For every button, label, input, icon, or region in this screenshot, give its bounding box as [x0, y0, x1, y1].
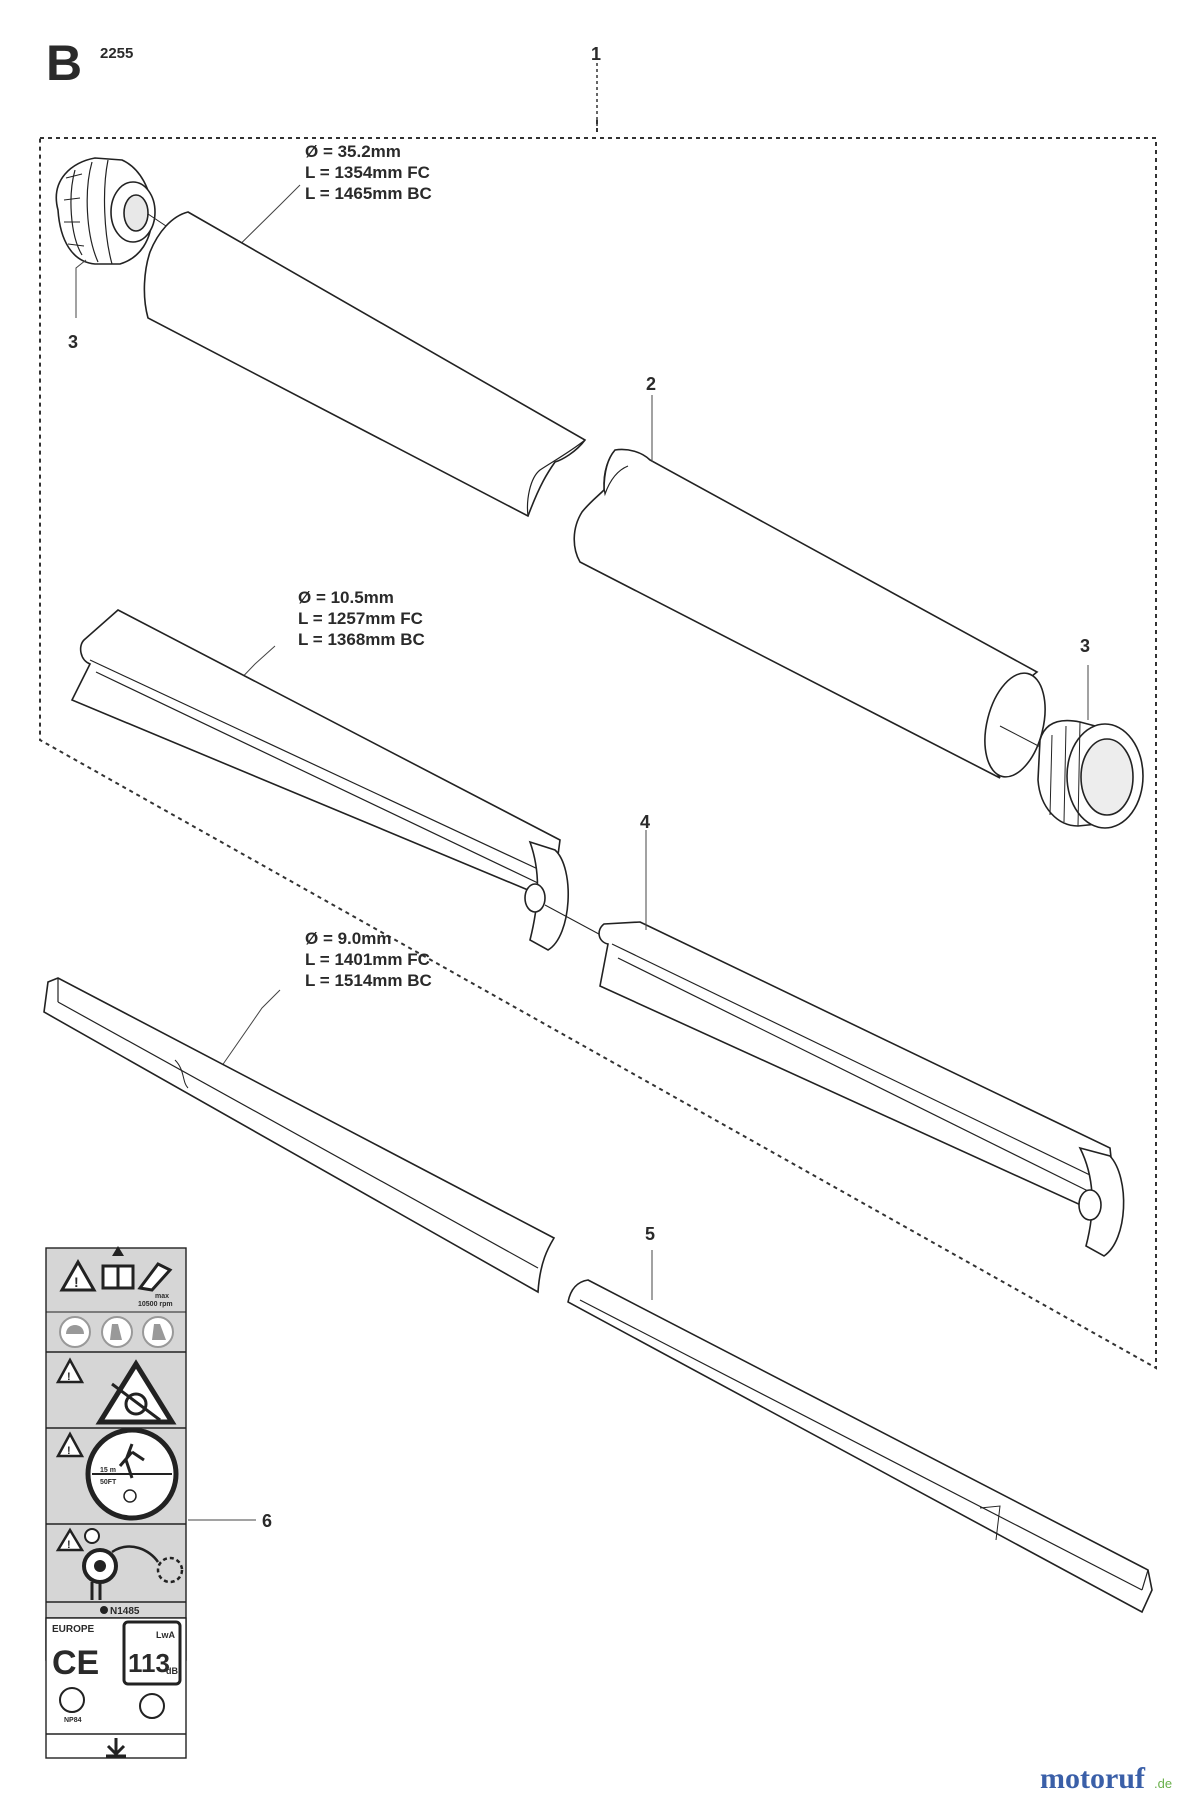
svg-text:!: ! [67, 1539, 71, 1551]
shaft-length-bc: L = 1514mm BC [305, 971, 432, 990]
thrown-object-icon [124, 1392, 148, 1416]
decal-panel-thrown-objects: ! [46, 1351, 186, 1425]
arrow-down-icon [106, 1738, 126, 1758]
decal-code: N1485 [110, 1606, 140, 1617]
callout-3-left-leader [75, 259, 87, 318]
callout-6: 6 [262, 1511, 272, 1531]
callout-3-right: 3 [1080, 636, 1090, 656]
operator-icon [118, 1443, 145, 1479]
watermark: motoruf .de [1040, 1762, 1172, 1795]
tube-length-bc: L = 1465mm BC [305, 184, 432, 203]
decal-panel-safety-distance: ! 15 m 50FT [46, 1427, 186, 1521]
svg-text:!: ! [67, 1445, 71, 1457]
shaft-lower-segment [567, 1279, 1153, 1614]
decal-panel-blade-hazard: ! [46, 1523, 186, 1600]
decal-sound-unit: dB [166, 1666, 178, 1676]
assembly-boundary [39, 120, 1157, 1370]
callout-2: 2 [646, 374, 656, 394]
gs-mark-icon [139, 1693, 165, 1719]
decal-pct-code: NP84 [64, 1717, 82, 1724]
decal-panel-europe: EUROPE CE LwA 113 dB NP84 [45, 1617, 187, 1759]
decal-ce-mark: CE [52, 1644, 99, 1682]
tube-diameter: Ø = 35.2mm [305, 142, 401, 161]
safety-decal: ! max 10500 rpm ! [45, 1246, 187, 1759]
callout-5: 5 [645, 1224, 655, 1244]
shaft-diameter: Ø = 9.0mm [305, 929, 391, 948]
decal-sound-level: 113 [128, 1648, 170, 1678]
decal-panel-ppe [46, 1311, 186, 1348]
model-number: 2255 [100, 45, 133, 62]
end-cap-left [55, 157, 156, 265]
shaft-length-fc: L = 1401mm FC [305, 950, 430, 969]
callout-3-left: 3 [68, 332, 78, 352]
decal-max-label: max [155, 1293, 169, 1300]
liner-lower-segment [598, 921, 1125, 1257]
end-cap-right [1037, 719, 1144, 829]
watermark-brand: motoruf [1040, 1762, 1146, 1795]
pct-mark-icon [59, 1687, 85, 1713]
decal-rpm: 10500 rpm [138, 1301, 173, 1308]
shaft-spec-leader [209, 989, 281, 1084]
svg-text:!: ! [67, 1371, 71, 1383]
liner-upper-segment [70, 609, 569, 951]
decal-panel-warning-manual: ! max 10500 rpm [59, 1246, 173, 1308]
liner-length-bc: L = 1368mm BC [298, 630, 425, 649]
section-letter: B [46, 35, 82, 91]
decal-distance-m: 15 m [100, 1467, 116, 1474]
svg-text:!: ! [74, 1274, 79, 1290]
tube-lower-segment [573, 448, 1046, 779]
decal-region: EUROPE [52, 1624, 95, 1635]
tube-length-fc: L = 1354mm FC [305, 163, 430, 182]
watermark-tld: .de [1154, 1776, 1172, 1791]
callout-4: 4 [640, 812, 650, 832]
tube-upper-segment [143, 211, 587, 518]
liner-length-fc: L = 1257mm FC [298, 609, 423, 628]
decal-distance-ft: 50FT [100, 1479, 117, 1486]
callout-1: 1 [591, 44, 601, 64]
shaft-upper-segment [43, 977, 556, 1294]
liner-diameter: Ø = 10.5mm [298, 588, 394, 607]
decal-lwa: LwA [156, 1630, 175, 1640]
